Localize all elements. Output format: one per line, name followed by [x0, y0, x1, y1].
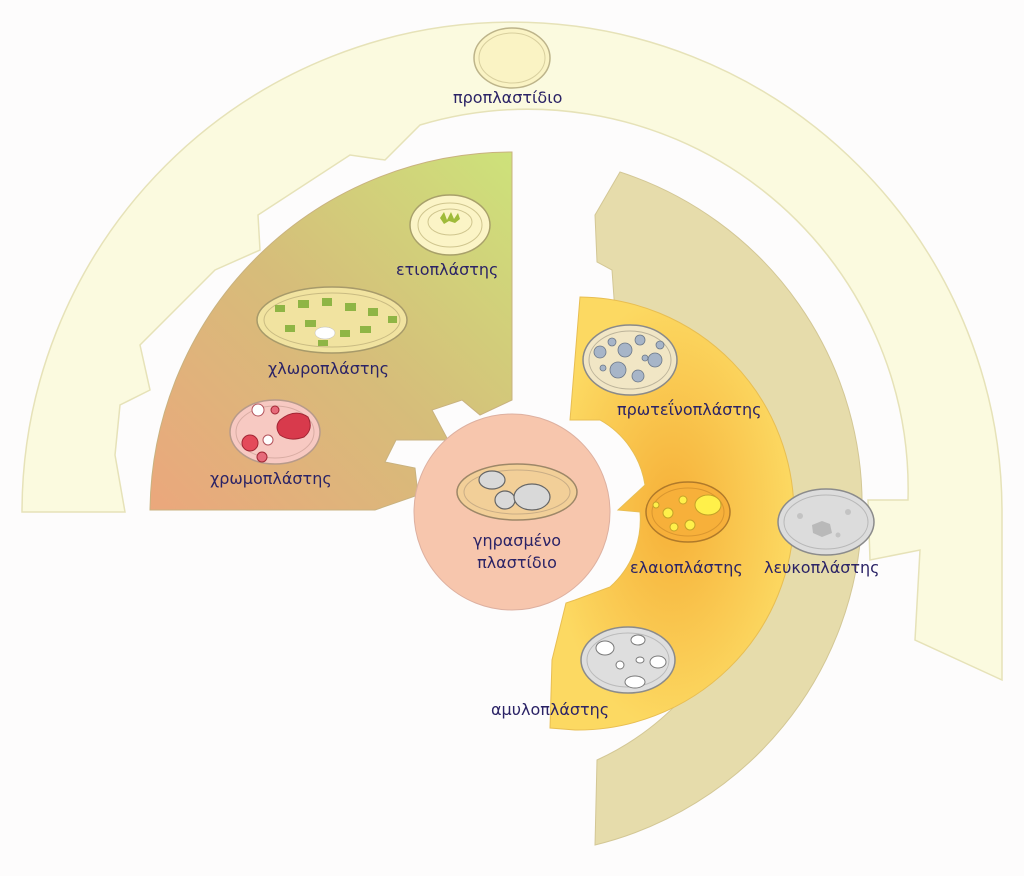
- etioplast-cell: [409, 194, 491, 256]
- label-leucoplast: λευκοπλάστης: [764, 558, 880, 577]
- label-amyloplast: αμυλοπλάστης: [491, 700, 610, 719]
- label-chloroplast: χλωροπλάστης: [268, 359, 390, 378]
- label-aged-line1: γηρασμένο: [472, 531, 561, 550]
- proplastid-cell: [473, 27, 551, 89]
- leucoplast-cell: [777, 488, 875, 556]
- label-chromoplast: χρωμοπλάστης: [210, 469, 332, 488]
- label-etioplast: ετιοπλάστης: [396, 260, 499, 279]
- amyloplast-cell: [580, 626, 676, 694]
- label-proplastid: προπλαστίδιο: [453, 88, 563, 107]
- elaioplast-cell: [645, 481, 731, 543]
- label-elaioplast: ελαιοπλάστης: [630, 558, 743, 577]
- label-aged-plastid: γηρασμένο πλαστίδιο: [432, 530, 602, 574]
- label-proteinoplast: πρωτεΐνοπλάστης: [617, 400, 762, 419]
- proplastid-ring: [21, 21, 1003, 682]
- chloroplast-cell: [256, 286, 408, 354]
- label-aged-line2: πλαστίδιο: [477, 553, 557, 572]
- proteinoplast-cell: [582, 324, 678, 396]
- chromoplast-cell: [229, 399, 321, 465]
- aged-plastid-cell: [456, 463, 578, 521]
